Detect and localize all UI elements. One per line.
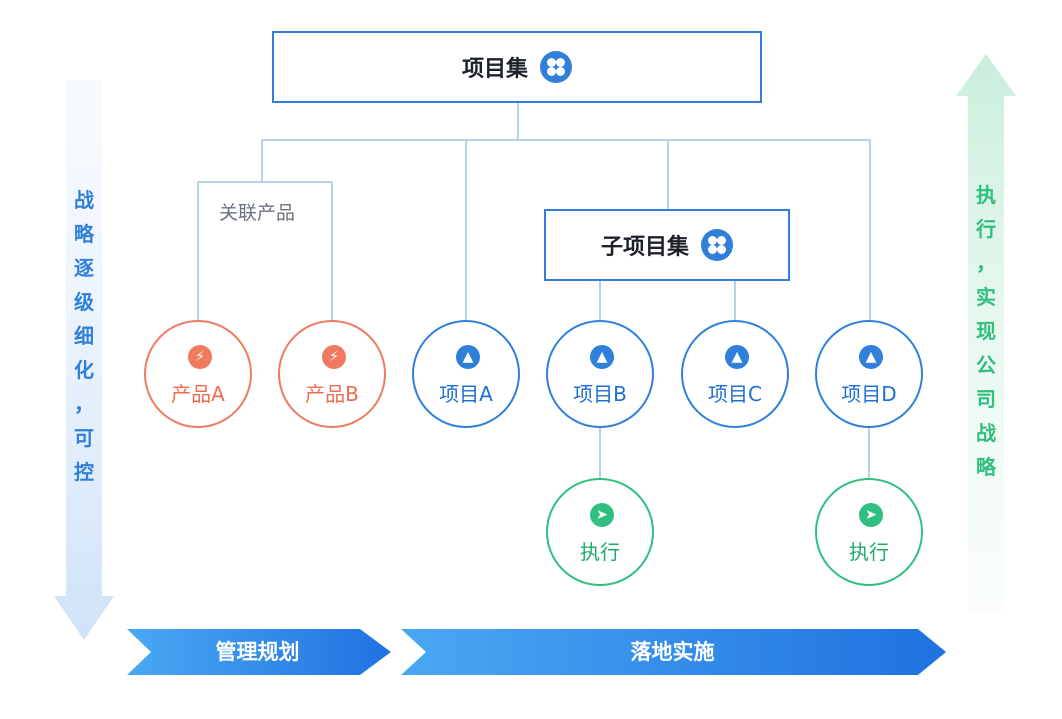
clover-icon — [701, 229, 733, 261]
right-char: 司 — [976, 387, 996, 411]
project-node[interactable]: ▲ 项目A — [412, 320, 520, 428]
product-node[interactable]: ⚡ 产品A — [144, 320, 252, 428]
left-down-arrow — [54, 80, 114, 640]
band-implementation — [401, 629, 946, 675]
sub-collection-title: 子项目集 — [600, 235, 689, 260]
right-char: 略 — [976, 455, 996, 479]
left-char: 可 — [74, 426, 94, 450]
lightning-icon: ⚡ — [188, 345, 212, 369]
rocket-icon: ▲ — [725, 345, 749, 369]
right-char: 公 — [976, 353, 996, 377]
product-node[interactable]: ⚡ 产品B — [278, 320, 386, 428]
project-node[interactable]: ▲ 项目C — [681, 320, 789, 428]
band-management — [127, 629, 391, 675]
project-label: 项目B — [573, 382, 627, 406]
clover-icon — [540, 51, 572, 83]
execution-node[interactable]: ➤ 执行 — [546, 478, 654, 586]
right-char: ， — [976, 251, 996, 275]
right-char: 行 — [976, 217, 996, 241]
right-char: 现 — [976, 319, 996, 343]
relation-label: 关联产品 — [219, 202, 296, 224]
project-label: 项目D — [841, 382, 897, 406]
left-char: 级 — [74, 290, 94, 314]
root-title: 项目集 — [461, 57, 528, 82]
project-node[interactable]: ▲ 项目B — [546, 320, 654, 428]
project-label: 项目A — [439, 382, 493, 406]
band-label-management: 管理规划 — [215, 640, 300, 664]
execution-label: 执行 — [849, 540, 889, 564]
left-char: 逐 — [74, 256, 94, 280]
left-char: 细 — [74, 324, 94, 348]
runner-icon: ➤ — [590, 503, 614, 527]
connector-lines — [197, 103, 871, 478]
project-label: 项目C — [708, 382, 762, 406]
runner-icon: ➤ — [859, 503, 883, 527]
root-project-collection[interactable]: 项目集 — [272, 31, 762, 103]
right-char: 战 — [976, 421, 996, 445]
product-label: 产品A — [171, 382, 225, 406]
left-char: 略 — [74, 222, 94, 246]
left-char: 控 — [74, 460, 94, 484]
band-label-implementation: 落地实施 — [630, 640, 715, 664]
sub-project-collection[interactable]: 子项目集 — [544, 209, 790, 281]
left-side-text: 战 略 逐 级 细 化 ， 可 控 — [68, 183, 100, 489]
right-char: 执 — [976, 183, 996, 207]
execution-node[interactable]: ➤ 执行 — [815, 478, 923, 586]
project-node[interactable]: ▲ 项目D — [815, 320, 923, 428]
right-side-text: 执 行 ， 实 现 公 司 战 略 — [970, 178, 1002, 484]
right-up-arrow — [956, 54, 1016, 612]
rocket-icon: ▲ — [456, 345, 480, 369]
execution-label: 执行 — [580, 540, 620, 564]
left-char: 战 — [74, 188, 94, 212]
product-label: 产品B — [305, 382, 359, 406]
rocket-icon: ▲ — [859, 345, 883, 369]
right-char: 实 — [976, 285, 996, 309]
left-char: 化 — [74, 358, 94, 382]
lightning-icon: ⚡ — [322, 345, 346, 369]
rocket-icon: ▲ — [590, 345, 614, 369]
left-char: ， — [74, 392, 94, 416]
